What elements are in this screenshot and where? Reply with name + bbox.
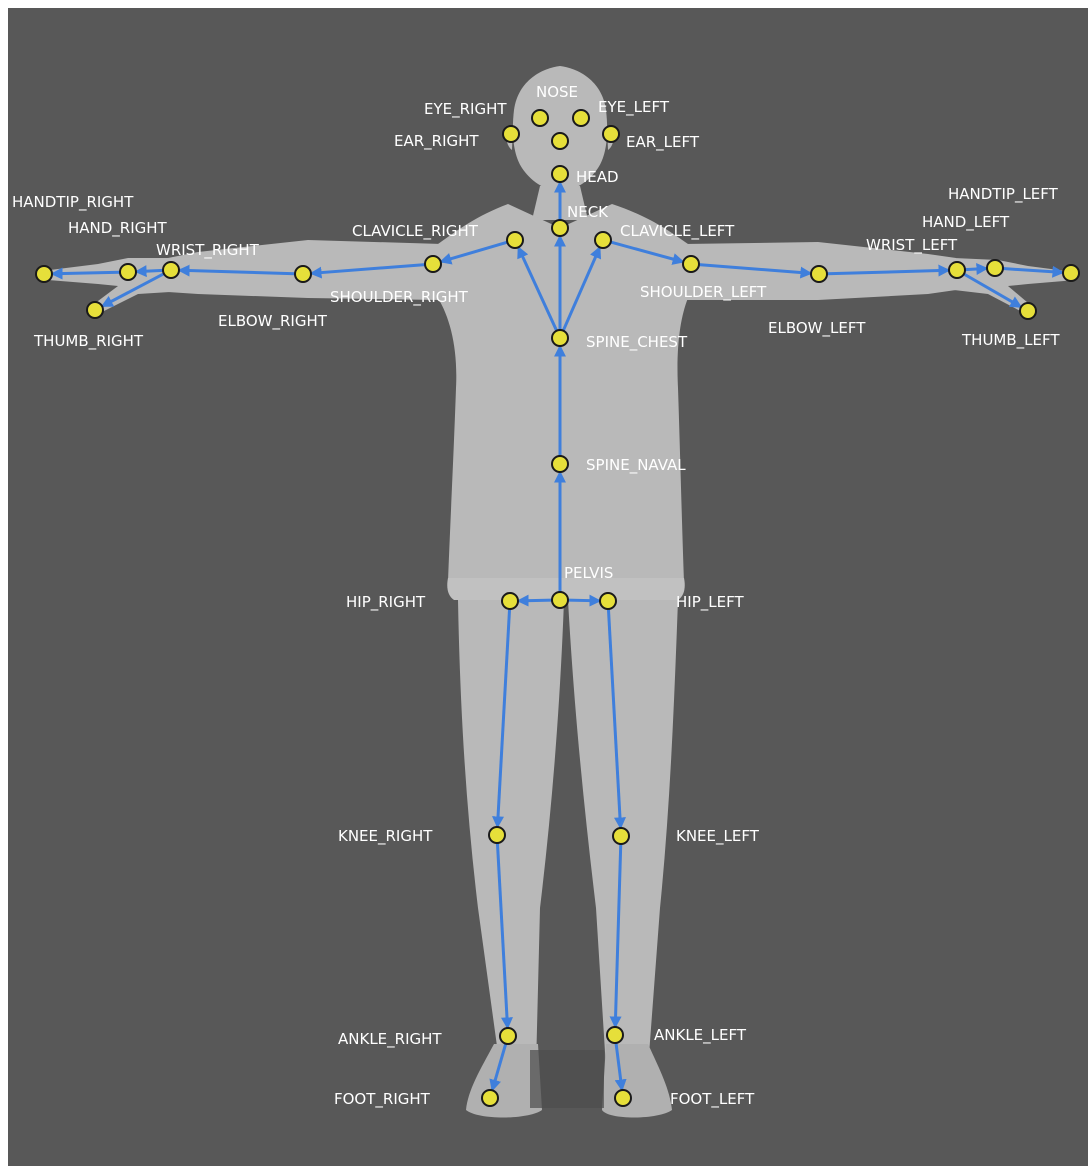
label-clavicle-right: CLAVICLE_RIGHT: [352, 222, 479, 241]
joint-knee-right: [489, 827, 505, 843]
joint-hip-right: [502, 593, 518, 609]
joint-handtip-right: [36, 266, 52, 282]
label-hand-right: HAND_RIGHT: [68, 219, 168, 238]
joint-eye-right: [532, 110, 548, 126]
joint-hand-left: [987, 260, 1003, 276]
label-wrist-right: WRIST_RIGHT: [156, 241, 260, 260]
label-spine-naval: SPINE_NAVAL: [586, 456, 686, 475]
joint-thumb-left: [1020, 303, 1036, 319]
label-pelvis: PELVIS: [564, 564, 613, 582]
joint-spine-chest: [552, 330, 568, 346]
label-knee-left: KNEE_LEFT: [676, 827, 760, 846]
torso-shape: [438, 204, 688, 582]
joint-foot-left: [615, 1090, 631, 1106]
joint-nose: [552, 133, 568, 149]
joint-foot-right: [482, 1090, 498, 1106]
joint-neck: [552, 220, 568, 236]
joint-wrist-right: [163, 262, 179, 278]
joint-ear-left: [603, 126, 619, 142]
joint-hip-left: [600, 593, 616, 609]
joint-head: [552, 166, 568, 182]
joint-clavicle-right: [507, 232, 523, 248]
label-elbow-right: ELBOW_RIGHT: [218, 312, 328, 331]
joint-wrist-left: [949, 262, 965, 278]
joint-elbow-left: [811, 266, 827, 282]
label-ankle-left: ANKLE_LEFT: [654, 1026, 747, 1045]
label-nose: NOSE: [536, 83, 578, 101]
floor-grid: [530, 1050, 604, 1108]
joint-pelvis: [552, 592, 568, 608]
label-eye-left: EYE_LEFT: [598, 98, 670, 117]
left-hand-shape: [954, 258, 1076, 314]
label-spine-chest: SPINE_CHEST: [586, 333, 688, 352]
skeleton-diagram-canvas: NOSE EYE_RIGHT EYE_LEFT EAR_RIGHT EAR_LE…: [8, 8, 1088, 1166]
label-wrist-left: WRIST_LEFT: [866, 236, 958, 255]
label-shoulder-right: SHOULDER_RIGHT: [330, 288, 469, 307]
label-ear-left: EAR_LEFT: [626, 133, 700, 152]
label-handtip-right: HANDTIP_RIGHT: [12, 193, 134, 212]
label-foot-left: FOOT_LEFT: [670, 1090, 755, 1109]
joint-thumb-right: [87, 302, 103, 318]
label-knee-right: KNEE_RIGHT: [338, 827, 433, 846]
label-eye-right: EYE_RIGHT: [424, 100, 507, 119]
label-neck: NECK: [567, 203, 609, 221]
left-shoe-shape: [602, 1044, 672, 1118]
skeleton-diagram: NOSE EYE_RIGHT EYE_LEFT EAR_RIGHT EAR_LE…: [8, 8, 1088, 1166]
joint-handtip-left: [1063, 265, 1079, 281]
joint-knee-left: [613, 828, 629, 844]
joint-clavicle-left: [595, 232, 611, 248]
bone-hand-right-to-handtip-right: [53, 272, 120, 274]
label-hip-left: HIP_LEFT: [676, 593, 744, 612]
joint-shoulder-left: [683, 256, 699, 272]
label-thumb-right: THUMB_RIGHT: [33, 332, 144, 351]
joint-hand-right: [120, 264, 136, 280]
label-ear-right: EAR_RIGHT: [394, 132, 479, 151]
joint-eye-left: [573, 110, 589, 126]
label-elbow-left: ELBOW_LEFT: [768, 319, 866, 338]
joint-ankle-left: [607, 1027, 623, 1043]
label-hip-right: HIP_RIGHT: [346, 593, 426, 612]
label-hand-left: HAND_LEFT: [922, 213, 1010, 232]
joint-ankle-right: [500, 1028, 516, 1044]
label-head: HEAD: [576, 168, 619, 186]
label-shoulder-left: SHOULDER_LEFT: [640, 283, 767, 302]
label-ankle-right: ANKLE_RIGHT: [338, 1030, 442, 1049]
bone-wrist-left-to-hand-left: [965, 268, 986, 269]
bone-wrist-right-to-hand-right: [137, 270, 163, 271]
bone-pelvis-to-hip-right: [519, 600, 552, 601]
label-handtip-left: HANDTIP_LEFT: [948, 185, 1059, 204]
joint-ear-right: [503, 126, 519, 142]
label-clavicle-left: CLAVICLE_LEFT: [620, 222, 735, 241]
label-foot-right: FOOT_RIGHT: [334, 1090, 431, 1109]
bone-pelvis-to-hip-left: [568, 600, 599, 601]
label-thumb-left: THUMB_LEFT: [961, 331, 1060, 350]
joint-shoulder-right: [425, 256, 441, 272]
right-leg-shape: [458, 600, 564, 1068]
joint-spine-naval: [552, 456, 568, 472]
joint-elbow-right: [295, 266, 311, 282]
